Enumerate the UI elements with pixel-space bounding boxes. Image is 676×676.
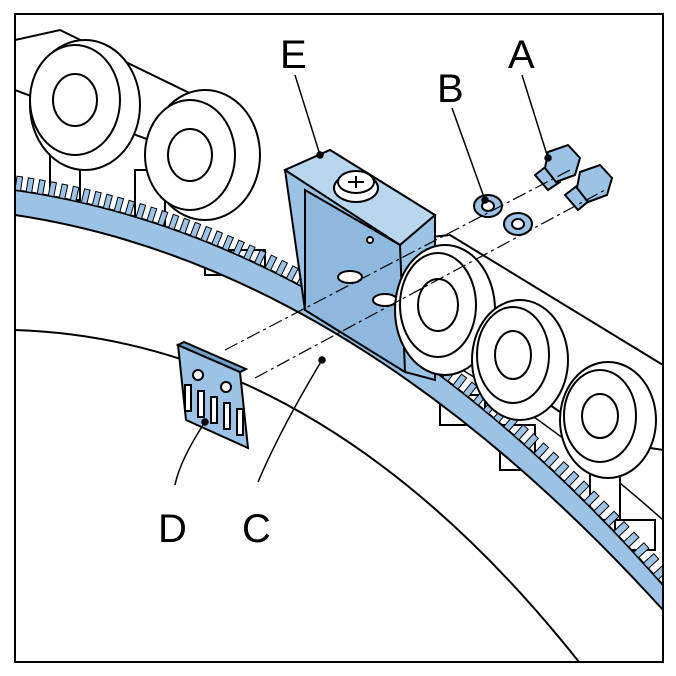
rack-tooth: [593, 500, 610, 517]
rack-tooth: [58, 183, 69, 200]
rack-tooth: [124, 199, 136, 217]
bolt-2: [563, 163, 614, 212]
rack-tooth: [232, 239, 245, 256]
rack-tooth: [102, 193, 113, 210]
callout-label-e: E: [280, 33, 307, 77]
rack-tooth: [623, 531, 640, 548]
rack-tooth: [157, 210, 169, 227]
rack-tooth: [178, 217, 191, 235]
rack-tooth: [583, 490, 600, 507]
rack-tooth: [275, 259, 289, 277]
callout-label-d: D: [158, 507, 187, 551]
rack-tooth: [642, 552, 660, 570]
rack-tooth: [563, 470, 580, 487]
rack-tooth: [613, 520, 630, 538]
rack-body: [15, 188, 663, 612]
rack-tooth: [200, 225, 213, 243]
turntable-outer-arc: [15, 329, 581, 662]
roller-upper-left-1: [29, 39, 141, 171]
rack-tooth: [221, 234, 235, 252]
rack-tooth: [652, 564, 663, 581]
rack-tooth: [533, 442, 550, 459]
bracket-screw: [333, 170, 379, 203]
rack-tooth: [25, 177, 35, 194]
rack-tooth: [15, 175, 24, 192]
rack-tooth: [264, 254, 278, 271]
rack-tooth: [146, 206, 158, 223]
callout-label-c: C: [242, 507, 271, 551]
roller-upper-left-2: [144, 89, 261, 221]
rack-tooth: [69, 185, 80, 202]
rack-tooth: [523, 433, 540, 450]
rack-tooth: [603, 510, 620, 527]
rack-tooth: [47, 181, 58, 198]
alignment-lines: [224, 169, 606, 379]
callout-label-b: B: [437, 67, 464, 111]
rack-tooth: [243, 244, 256, 261]
roller-right-2: [471, 299, 569, 421]
rack-tooth: [113, 196, 125, 213]
rack-tooth: [553, 460, 570, 478]
rack-tooth: [253, 249, 267, 266]
roller-right-1: [394, 244, 496, 376]
rack-tooth: [135, 203, 147, 220]
clamp-plate: [175, 340, 250, 450]
rack-tooth: [91, 190, 102, 208]
rack-tooth: [285, 265, 299, 282]
rack-tooth: [211, 230, 224, 247]
rack-tooth: [452, 373, 468, 390]
rack-tooth: [513, 424, 529, 441]
roller-right-3: [559, 361, 657, 479]
rack-tooth: [543, 451, 560, 468]
washer-2: [503, 212, 533, 236]
rack-tooth: [168, 213, 180, 231]
frame-border: [14, 13, 664, 663]
rack-tooth: [80, 188, 91, 205]
rack-tooth: [189, 221, 202, 239]
rack-tooth: [632, 542, 650, 559]
callout-label-a: A: [508, 33, 535, 77]
rack-tooth: [36, 179, 46, 196]
bolt-1: [533, 143, 582, 192]
leader-lines: [174, 74, 552, 486]
rack-tooth: [573, 480, 590, 497]
